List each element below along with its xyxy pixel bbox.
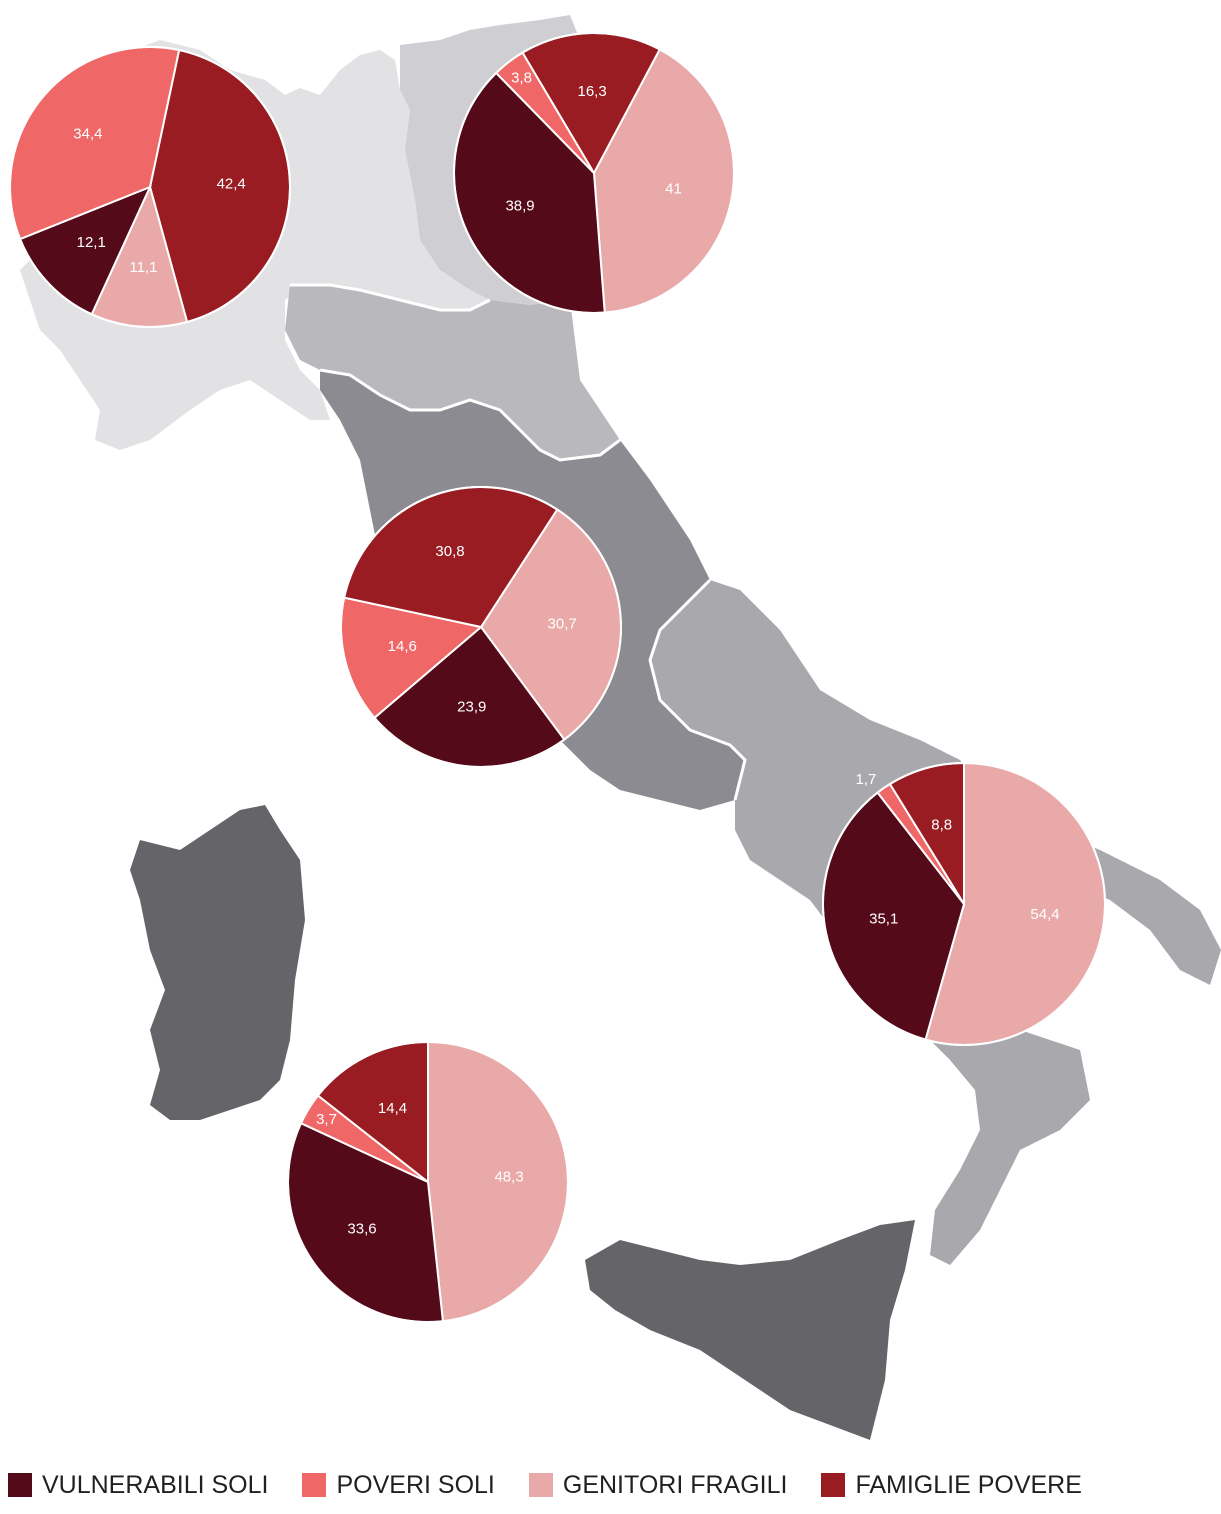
pie-3-label-poveri-soli: 14,6 (388, 638, 417, 655)
pie-1-label-poveri-soli: 34,4 (73, 126, 102, 143)
region-centre-north (285, 285, 620, 460)
pie-5-label-vulnerabili-soli: 33,6 (347, 1220, 376, 1237)
region-sardinia (130, 805, 305, 1120)
legend-item-famiglie-povere: FAMIGLIE POVERE (821, 1470, 1082, 1500)
region-borders (290, 283, 747, 801)
legend-item-genitori-fragili: GENITORI FRAGILI (528, 1470, 788, 1500)
legend-label: POVERI SOLI (336, 1470, 495, 1499)
italy-map: 42,4 11,1 12,1 34,4 41 38,9 3,8 16,3 30,7 23,9 14,… (9, 15, 1221, 1440)
pie-1-label-famiglie-povere: 42,4 (217, 176, 246, 193)
pie-chart-4: 54,4 35,1 1,7 8,8 (822, 761, 1106, 1046)
legend-label: GENITORI FRAGILI (562, 1470, 788, 1499)
pie-3-label-famiglie-povere: 30,8 (435, 543, 464, 560)
pie-4-label-genitori-fragili: 54,4 (1030, 906, 1059, 923)
pie-5-label-poveri-soli: 3,7 (316, 1111, 337, 1128)
legend-item-vulnerabili-soli: VULNERABILI SOLI (8, 1471, 268, 1500)
pie-3-label-vulnerabili-soli: 23,9 (457, 699, 486, 716)
pie-4-label-vulnerabili-soli: 35,1 (869, 911, 898, 928)
pie-5-label-famiglie-povere: 14,4 (378, 1100, 407, 1117)
pie-chart-3: 30,7 23,9 14,6 30,8 (340, 486, 622, 768)
legend-label: FAMIGLIE POVERE (855, 1470, 1082, 1499)
pie-2-label-genitori-fragili: 41 (665, 181, 682, 198)
legend-swatch (528, 1473, 553, 1497)
pie-chart-1: 42,4 11,1 12,1 34,4 (9, 46, 291, 328)
pie-3-outline (340, 486, 622, 768)
pie-1-label-vulnerabili-soli: 12,1 (77, 234, 106, 251)
pie-4-outline (822, 762, 1106, 1046)
pie-chart-5: 48,3 33,6 3,7 14,4 (287, 1040, 569, 1323)
legend-swatch (821, 1473, 846, 1497)
legend-swatch (302, 1473, 327, 1497)
pie-chart-2: 41 38,9 3,8 16,3 (453, 32, 735, 314)
pie-5-label-genitori-fragili: 48,3 (494, 1169, 523, 1186)
legend-label: VULNERABILI SOLI (42, 1470, 269, 1499)
pie-1-label-genitori-fragili: 11,1 (129, 259, 157, 276)
pie-2-label-famiglie-povere: 16,3 (577, 83, 606, 100)
pie-5-outline (287, 1041, 569, 1323)
pie-2-label-poveri-soli: 3,8 (511, 70, 532, 87)
pie-1-outline (9, 46, 291, 328)
pie-charts: 42,4 11,1 12,1 34,4 41 38,9 3,8 16,3 30,7 23,9 14,… (9, 32, 1106, 1323)
pie-4-label-poveri-soli: 1,7 (856, 771, 877, 788)
legend: VULNERABILI SOLI POVERI SOLI GENITORI FRAG… (8, 1468, 1116, 1502)
pie-2-label-vulnerabili-soli: 38,9 (505, 197, 534, 214)
pie-3-label-genitori-fragili: 30,7 (548, 616, 577, 633)
pie-4-label-famiglie-povere: 8,8 (931, 816, 952, 833)
legend-item-poveri-soli: POVERI SOLI (302, 1470, 495, 1500)
legend-swatch (8, 1473, 32, 1497)
pie-2-outline (453, 32, 735, 314)
region-sicily (585, 1220, 915, 1440)
